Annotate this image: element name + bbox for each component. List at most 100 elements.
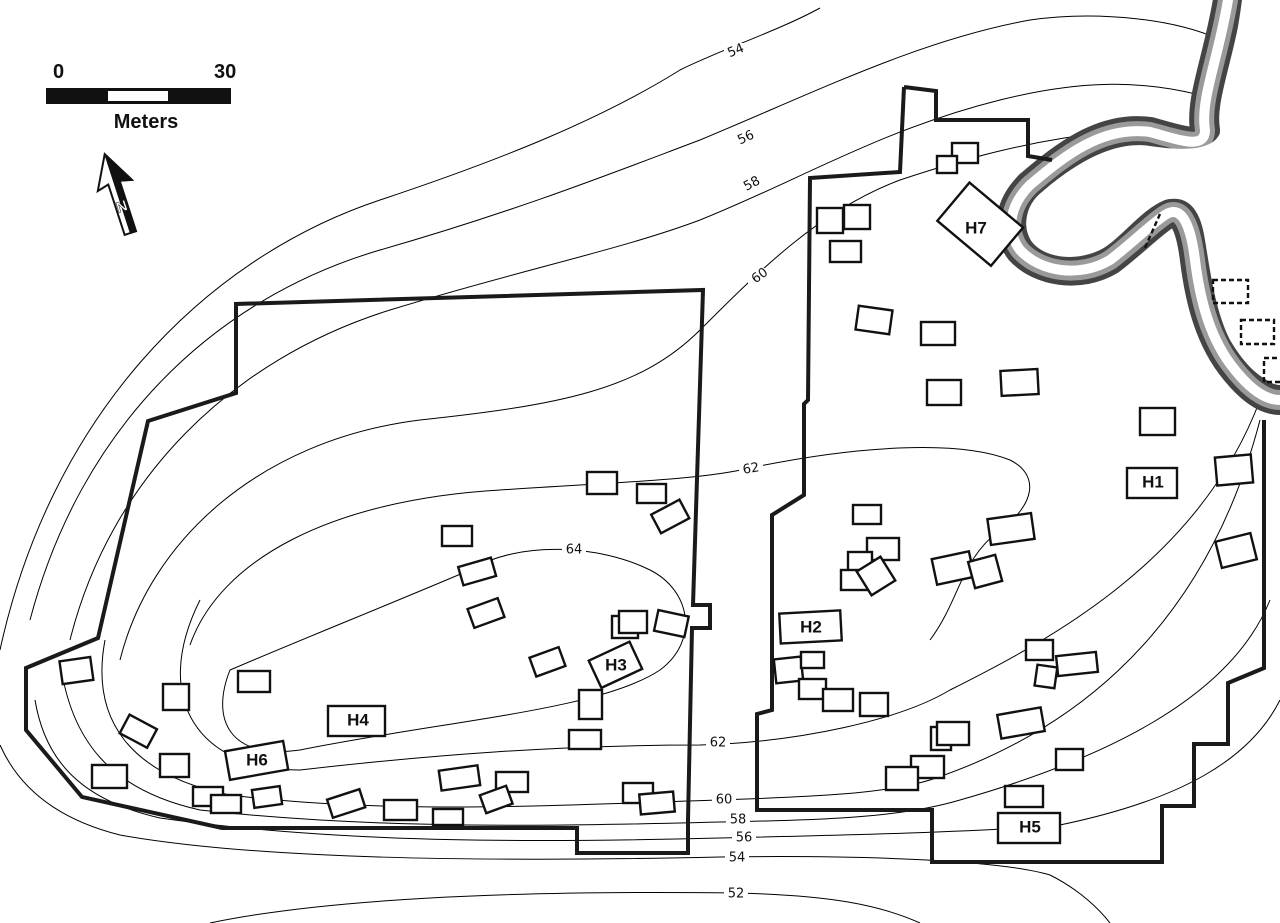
structure: [431, 807, 465, 827]
contour-label: 60: [716, 793, 733, 808]
house-h6-outline: [223, 739, 290, 782]
structure: [1138, 406, 1177, 437]
structure: [1054, 747, 1085, 772]
house-h2-outline: [777, 609, 844, 645]
west-boundary: [24, 287, 712, 855]
structure: [58, 655, 95, 686]
house-labels: H1 H2 H3 H4 H5 H6 H7: [246, 218, 1164, 836]
structure: [828, 239, 863, 264]
structure: [567, 728, 603, 751]
river: [996, 0, 1280, 415]
contour-label: 64: [566, 543, 583, 558]
structure: [577, 688, 604, 721]
contour-56-upper: [29, 15, 1221, 621]
contour-label: 58: [730, 813, 747, 828]
contour-label: 56: [736, 831, 753, 846]
contour-52: [209, 891, 921, 923]
north-arrow-icon: N: [96, 152, 138, 237]
house-h3-outline: [587, 640, 644, 690]
structure: [456, 556, 498, 587]
structure: [585, 470, 619, 496]
structure: [250, 784, 284, 810]
structure: [858, 691, 890, 718]
contour-labels: 54 56 58 60 62 64 62 60 58 56 54 52: [562, 41, 772, 902]
structure: [440, 524, 474, 548]
structure: [854, 304, 894, 336]
structure: [842, 203, 872, 231]
structure: [855, 555, 897, 597]
house-h4-outline: [326, 704, 387, 738]
scale-unit-label: Meters: [114, 111, 178, 133]
structure: [966, 553, 1004, 590]
structure: [161, 682, 191, 712]
structure: [652, 608, 691, 639]
contour-54-lower: [0, 744, 1111, 923]
structure: [466, 596, 506, 630]
scale-bar: 0 30 Meters: [46, 61, 236, 133]
structure: [986, 511, 1036, 547]
contour-54-upper: [0, 7, 821, 651]
structure: [118, 713, 159, 750]
structure-dashed: [1262, 356, 1280, 384]
contour-label: 62: [710, 736, 727, 751]
structure: [1003, 784, 1045, 809]
structure-dashed: [1211, 278, 1250, 305]
scale-start-label: 0: [53, 61, 64, 83]
structure: [637, 790, 677, 816]
house-label-h6: H6: [246, 750, 268, 769]
contour-label: 56: [735, 128, 756, 149]
house-label-h3: H3: [605, 655, 627, 674]
contour-56-lower: [34, 699, 1280, 842]
house-label-h2: H2: [800, 617, 822, 636]
site-boundaries: [24, 85, 1266, 864]
structure: [930, 549, 976, 587]
scale-end-label: 30: [214, 61, 236, 83]
structure: [821, 687, 855, 713]
structure: [935, 154, 959, 175]
structure: [325, 787, 367, 820]
structure: [1024, 638, 1055, 662]
structure: [995, 705, 1047, 741]
structure: [815, 206, 845, 235]
structure: [1213, 453, 1255, 487]
structure: [919, 320, 957, 347]
structure: [478, 784, 515, 815]
contour-58-upper: [69, 83, 1201, 641]
structure: [236, 669, 272, 694]
house-label-h4: H4: [347, 710, 369, 729]
structure: [90, 763, 129, 790]
structures: [58, 141, 1280, 827]
house-label-h5: H5: [1019, 817, 1041, 836]
structure: [1054, 650, 1100, 678]
structure: [1033, 663, 1059, 690]
structure: [935, 720, 971, 747]
structure: [884, 765, 920, 792]
east-boundary: [755, 85, 1266, 864]
structure: [635, 482, 668, 505]
house-structures: [223, 180, 1179, 845]
structure: [1213, 531, 1259, 570]
structure: [209, 793, 243, 815]
house-label-h1: H1: [1142, 472, 1164, 491]
structure: [649, 498, 691, 535]
structure: [158, 752, 191, 779]
contour-label: 52: [728, 887, 745, 902]
structure: [925, 378, 963, 407]
house-label-h7: H7: [965, 218, 987, 237]
structure: [617, 609, 649, 635]
north-letter: N: [114, 197, 130, 217]
house-h5-outline: [996, 811, 1062, 845]
house-h1-outline: [1125, 466, 1179, 500]
structure: [950, 141, 980, 165]
structure: [437, 763, 482, 792]
structure: [527, 645, 567, 679]
structure-dashed: [1142, 213, 1162, 251]
structure: [799, 650, 826, 670]
structure: [382, 798, 419, 822]
contour-label: 58: [741, 173, 763, 194]
contour-label: 54: [726, 41, 747, 61]
house-h7-outline: [935, 180, 1025, 268]
contour-label: 54: [729, 851, 746, 866]
structure: [999, 367, 1040, 398]
